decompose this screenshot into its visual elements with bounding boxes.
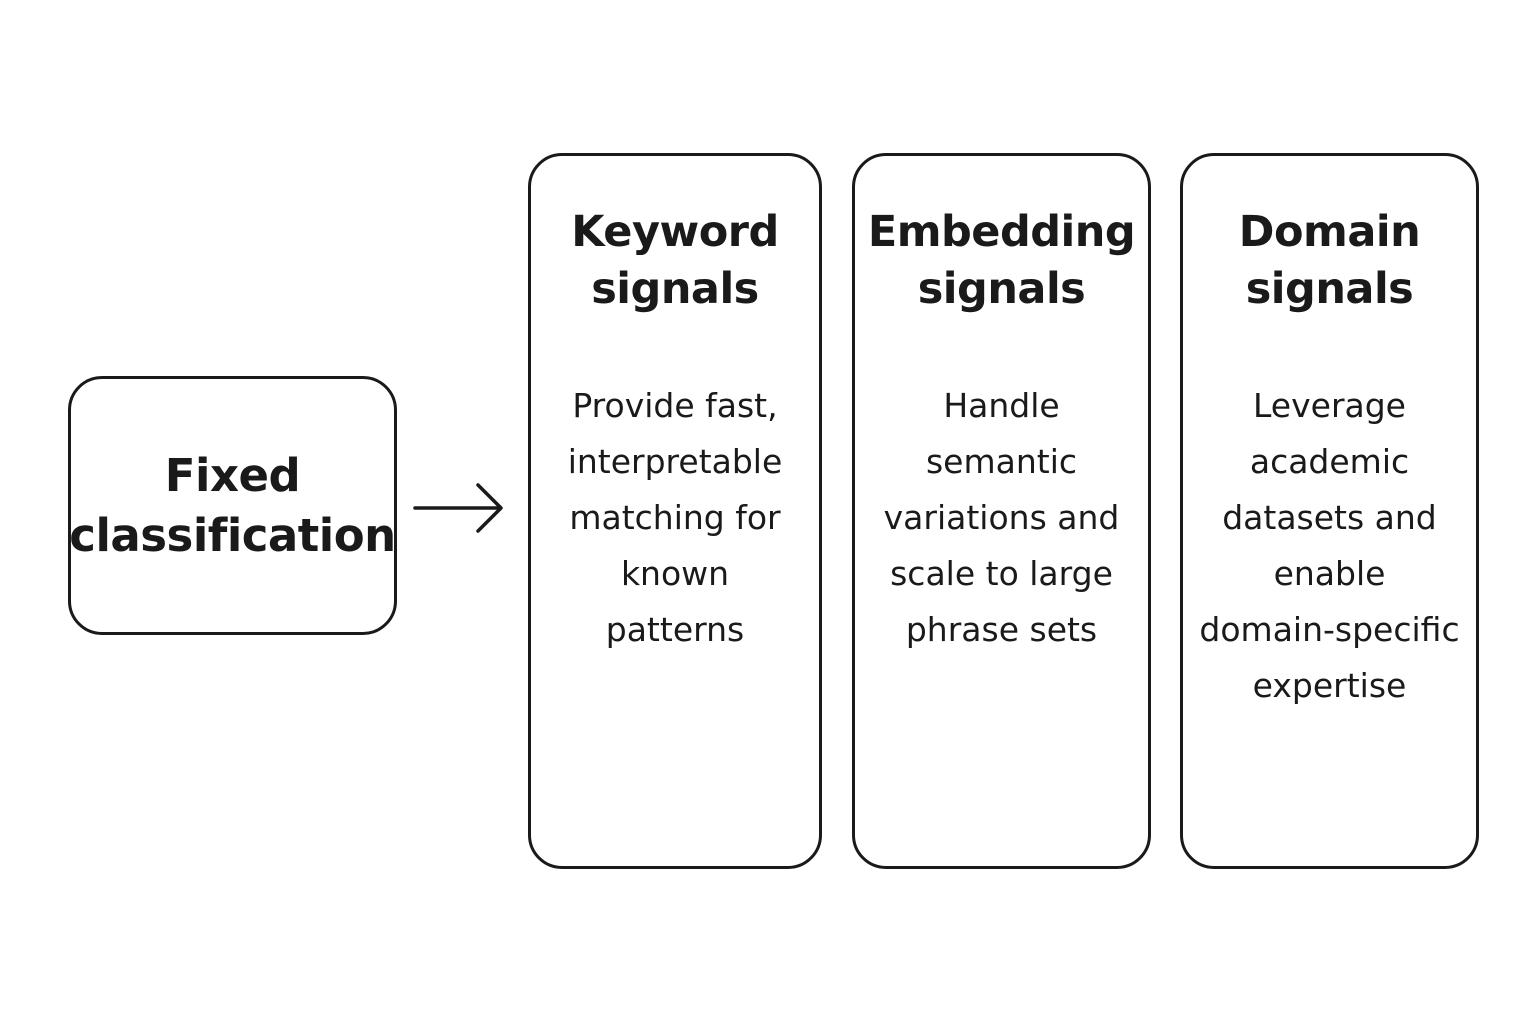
embedding-signals-column: Embedding signals Handle semantic variat…: [852, 153, 1151, 869]
fixed-classification-label: Fixed classification: [69, 448, 396, 562]
domain-signals-column: Domain signals Leverage academic dataset…: [1180, 153, 1479, 869]
fixed-classification-box: Fixed classification: [68, 376, 397, 635]
embedding-signals-title: Embedding signals: [867, 207, 1136, 314]
embedding-signals-description: Handle semantic variations and scale to …: [883, 386, 1120, 649]
domain-signals-description: Leverage academic datasets and enable do…: [1199, 386, 1460, 705]
arrow-right-icon: [413, 483, 503, 533]
domain-signals-title: Domain signals: [1238, 207, 1421, 314]
keyword-signals-title: Keyword signals: [571, 207, 779, 314]
keyword-signals-column: Keyword signals Provide fast, interpreta…: [528, 153, 822, 869]
keyword-signals-description: Provide fast, interpretable matching for…: [567, 386, 783, 649]
